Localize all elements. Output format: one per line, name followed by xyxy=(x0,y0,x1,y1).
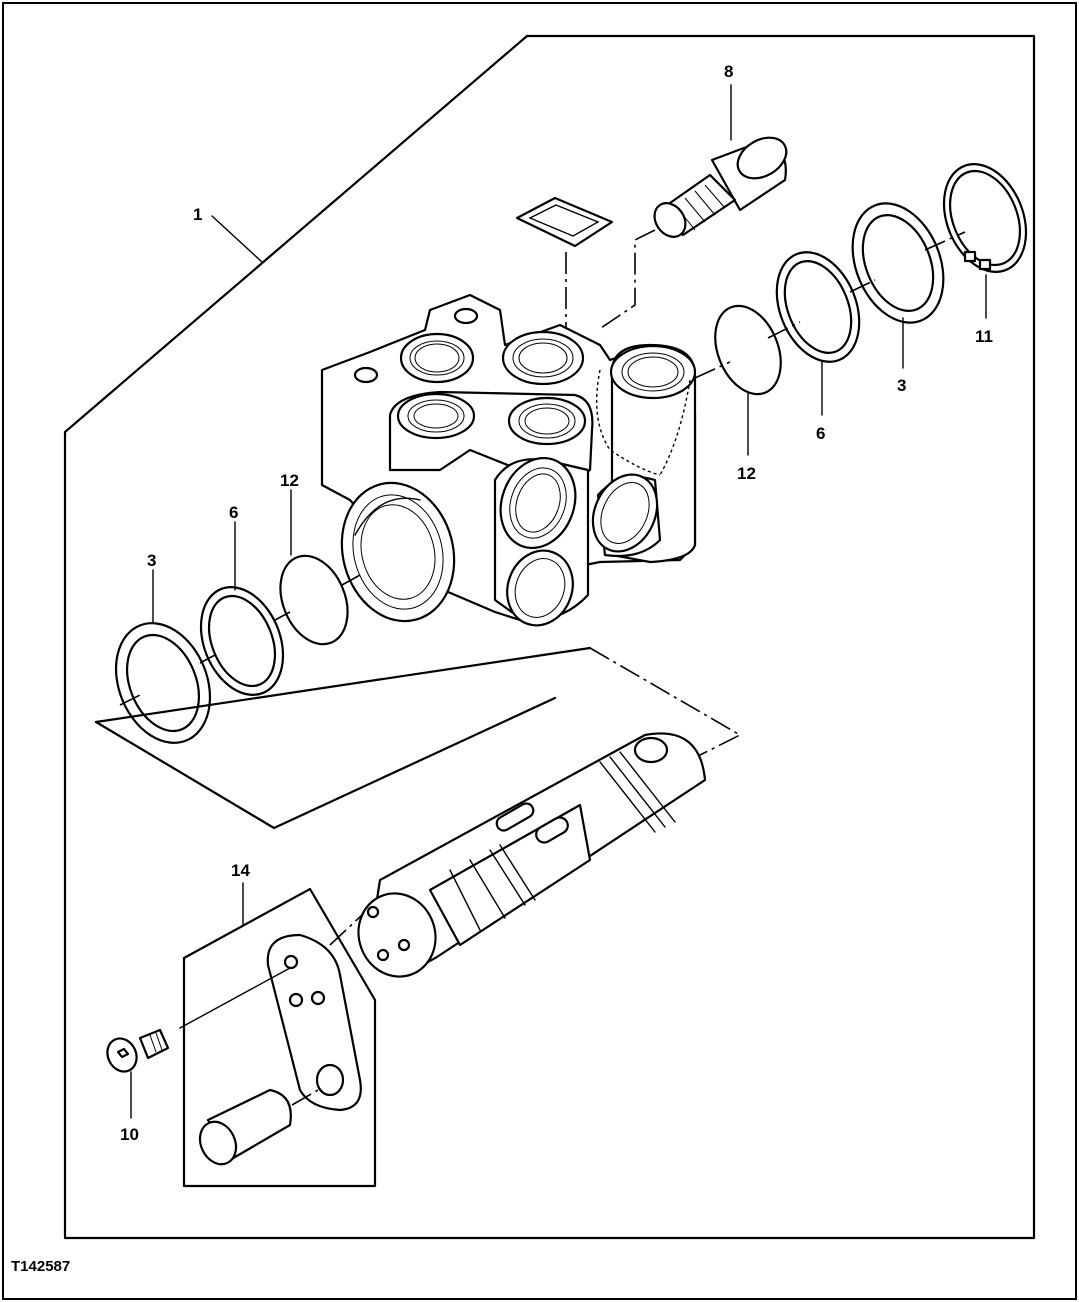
cover-plate-top xyxy=(515,196,614,248)
assembly-boundary xyxy=(63,34,1036,1240)
callout-6-right: 6 xyxy=(816,424,825,443)
centerline-pin xyxy=(291,1089,319,1106)
spool-boundary-upper xyxy=(94,646,592,724)
callout-3-left: 3 xyxy=(147,551,156,570)
snap-ring-11 xyxy=(942,163,1028,273)
spool-boundary-dash xyxy=(589,647,742,756)
callout-3-right: 3 xyxy=(897,376,906,395)
callout-12-right: 12 xyxy=(737,464,756,483)
leader-1 xyxy=(211,215,263,263)
centerline-8 xyxy=(597,229,656,331)
centerline-left xyxy=(119,574,361,706)
group-14-boundary xyxy=(182,887,377,1188)
centerline-right xyxy=(694,231,966,379)
callout-12-left: 12 xyxy=(280,471,299,490)
o-ring-12-right xyxy=(714,304,782,396)
spool-boundary-lower xyxy=(94,696,557,830)
backup-ring-6-right xyxy=(775,251,861,363)
callout-10: 10 xyxy=(120,1125,139,1144)
o-ring-12-left xyxy=(279,554,349,646)
callout-14: 14 xyxy=(231,861,250,880)
centerline-lever xyxy=(329,914,363,946)
screw-axis xyxy=(179,967,291,1029)
cap-screw-8 xyxy=(653,136,788,238)
callout-8: 8 xyxy=(724,62,733,81)
lever-plate xyxy=(266,933,362,1112)
socket-head-screw-10 xyxy=(106,1028,170,1073)
figure-id: T142587 xyxy=(11,1258,70,1275)
callout-1: 1 xyxy=(193,205,202,224)
washer-3-left xyxy=(114,622,212,744)
valve-body xyxy=(320,293,697,627)
washer-3-right xyxy=(851,202,945,324)
callout-6-left: 6 xyxy=(229,503,238,522)
callout-11: 11 xyxy=(975,327,993,346)
pin xyxy=(198,1088,292,1166)
valve-spool xyxy=(357,732,707,978)
backup-ring-6-left xyxy=(199,586,285,696)
